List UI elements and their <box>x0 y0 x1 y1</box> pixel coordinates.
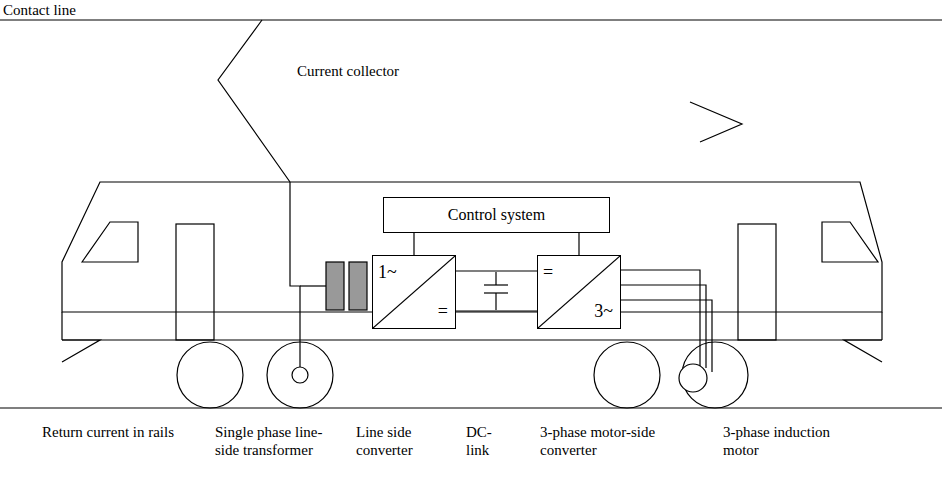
phase-cable <box>620 300 712 372</box>
capacitor-plate <box>484 284 508 285</box>
converter-box: 1~ = <box>372 255 456 329</box>
door <box>738 224 776 340</box>
door <box>176 224 214 340</box>
capacitor-lead <box>495 293 496 310</box>
supply-conductor <box>290 182 300 367</box>
folded-collector <box>690 102 742 142</box>
return-brush <box>292 367 308 383</box>
converter-symbol: 3~ <box>594 301 613 322</box>
part-name: Line side converter <box>356 423 456 459</box>
induction-motor <box>679 364 707 392</box>
cab-window <box>822 222 878 262</box>
frame-end <box>881 312 882 340</box>
part-name: Return current in rails <box>42 423 177 441</box>
part-name: Single phase line-side transformer <box>215 423 333 459</box>
frame-end <box>61 312 62 340</box>
converter-symbol: 1~ <box>378 262 397 283</box>
transformer-winding <box>326 262 344 310</box>
converter-symbol: = <box>543 262 553 283</box>
current-collector <box>218 20 290 182</box>
rail <box>0 407 942 408</box>
wheel <box>594 342 660 408</box>
transformer-winding <box>349 262 367 310</box>
loco-body <box>62 182 882 312</box>
contact-line <box>0 19 942 20</box>
converter-box: = 3~ <box>537 255 621 329</box>
buffer-wedge <box>62 340 100 362</box>
box-title: Control system <box>448 206 545 224</box>
buffer-wedge <box>844 340 882 362</box>
capacitor-lead <box>495 272 496 285</box>
part-name: Current collector <box>297 62 457 80</box>
part-name: DC-link <box>466 423 508 459</box>
part-name: 3-phase induction motor <box>723 423 853 459</box>
part-name: 3-phase motor-side converter <box>540 423 690 459</box>
connector <box>578 233 579 255</box>
connector <box>456 271 537 311</box>
transformer-lead <box>300 285 326 286</box>
phase-cable <box>620 285 706 368</box>
line-name: Contact line <box>3 1 153 19</box>
control-box: Control system <box>383 197 610 233</box>
wheel <box>177 342 243 408</box>
converter-symbol: = <box>438 301 448 322</box>
cab-window <box>82 222 138 262</box>
connector <box>413 233 414 255</box>
